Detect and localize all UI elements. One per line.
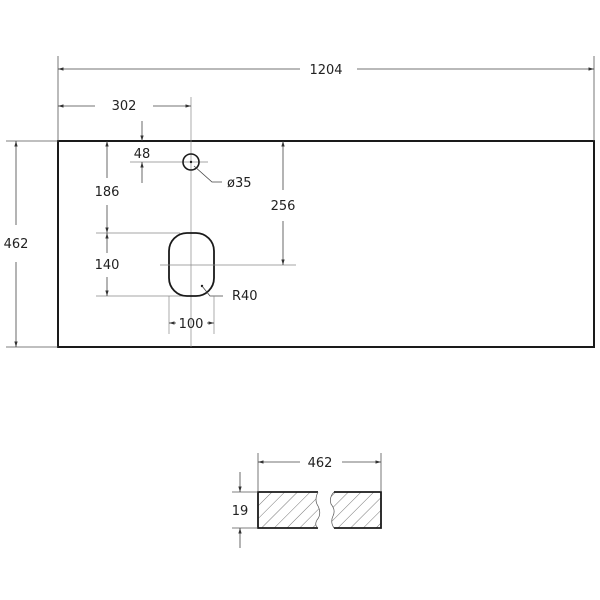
dimension-tap-offset-y: 48 [130,121,208,183]
tap-hole: ø35 [182,153,252,191]
dimension-tap-offset-x: 302 [58,97,192,347]
section-right-piece [334,491,382,529]
dimension-sink-center-offset: 256 [271,141,296,265]
plan-view: 1204 302 48 ø35 186 [4,56,595,348]
section-view: 462 19 [232,453,382,548]
dimension-section-thickness: 19 [232,472,258,548]
overall-depth-label: 462 [4,237,29,252]
tap-diameter-label: ø35 [227,176,252,191]
sink-corner-radius-label: R40 [232,289,258,304]
sink-center-offset-label: 256 [271,199,296,214]
overall-width-label: 1204 [309,63,342,78]
sink-cutout: R40 [160,232,296,304]
dimension-sink-top-offset: 186 [95,141,120,233]
section-left-piece [257,491,318,529]
dimension-overall-width: 1204 [58,63,594,78]
section-depth-label: 462 [308,456,333,471]
dimension-sink-width: 100 [168,296,215,334]
dimension-sink-length: 140 [95,232,190,297]
tap-offset-y-label: 48 [134,147,151,162]
sink-width-label: 100 [179,317,204,332]
dimension-overall-depth: 462 [4,140,58,348]
tap-offset-x-label: 302 [112,99,137,114]
sink-top-offset-label: 186 [95,185,120,200]
section-thickness-label: 19 [232,504,249,519]
sink-length-label: 140 [95,258,120,273]
countertop-outline [57,140,595,348]
dimension-section-depth: 462 [257,453,382,492]
